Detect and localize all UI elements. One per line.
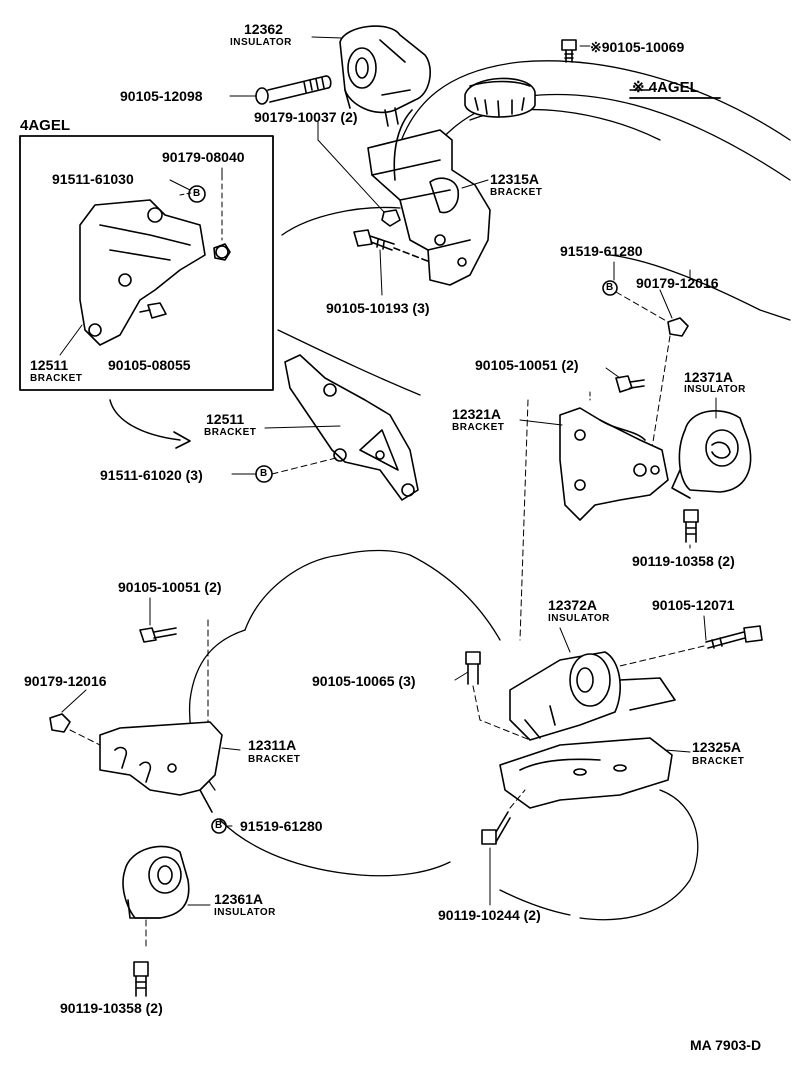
label-90105-08055: 90105-08055 xyxy=(108,357,191,373)
label-12511-inset: 12511 xyxy=(30,357,69,373)
label-12511: 12511 xyxy=(206,411,245,427)
bracket-12321A xyxy=(559,407,669,521)
label-91519-61280-top: 91519-61280 xyxy=(560,243,643,259)
label-12362-sub: INSULATOR xyxy=(230,37,292,48)
transmission-outline xyxy=(188,549,699,921)
washer-marker-b: B xyxy=(260,468,268,479)
label-90105-10193: 90105-10193 (3) xyxy=(326,300,430,316)
label-91519-61280-left: 91519-61280 xyxy=(240,818,323,834)
washer-marker-b: B xyxy=(215,820,223,831)
washer-marker-b: B xyxy=(606,282,614,293)
bracket-12311A xyxy=(99,721,223,813)
insulator-12372A xyxy=(509,651,676,741)
label-12511-sub: BRACKET xyxy=(204,427,257,438)
bolt-90105-10065 xyxy=(465,651,481,685)
label-90105-10069: ※90105-10069 xyxy=(590,39,685,55)
label-90105-10051-left: 90105-10051 (2) xyxy=(118,579,222,595)
bracket-12315A xyxy=(367,109,491,286)
inset-title: 4AGEL xyxy=(20,117,71,134)
label-90179-12016-left: 90179-12016 xyxy=(24,673,107,689)
bracket-12511 xyxy=(284,354,419,501)
label-12371A-sub: INSULATOR xyxy=(684,384,746,395)
label-90179-10037: 90179-10037 (2) xyxy=(254,109,358,125)
nut-90179-10037 xyxy=(381,209,401,227)
washer-markers xyxy=(188,185,618,834)
note-4agel: ※ 4AGEL xyxy=(632,79,699,96)
label-90119-10358-right: 90119-10358 (2) xyxy=(632,553,735,569)
label-91511-61030: 91511-61030 xyxy=(52,171,134,187)
label-12311A: 12311A xyxy=(248,737,297,753)
label-12361A-sub: INSULATOR xyxy=(214,907,276,918)
label-12372A-sub: INSULATOR xyxy=(548,613,610,624)
label-12511-inset-sub: BRACKET xyxy=(30,373,83,384)
curved-arrow xyxy=(109,399,191,449)
label-90179-12016-top: 90179-12016 xyxy=(636,275,719,291)
label-12321A-sub: BRACKET xyxy=(452,422,505,433)
label-12315A-sub: BRACKET xyxy=(490,187,543,198)
label-12325A-sub: BRACKET xyxy=(692,756,745,767)
label-90179-08040: 90179-08040 xyxy=(162,149,245,165)
label-12361A: 12361A xyxy=(214,891,264,907)
insulator-12371A xyxy=(671,410,752,499)
diagram-reference: MA 7903-D xyxy=(690,1037,762,1053)
label-90119-10358-bottom: 90119-10358 (2) xyxy=(60,1000,163,1016)
label-12325A: 12325A xyxy=(692,739,742,755)
label-90105-10065: 90105-10065 (3) xyxy=(312,673,416,689)
label-12372A: 12372A xyxy=(548,597,598,613)
insulator-12361A xyxy=(122,845,190,919)
bolt-90119-10358-right xyxy=(683,509,699,543)
bolt-90105-10051-left xyxy=(139,627,177,643)
label-90105-10051-top: 90105-10051 (2) xyxy=(475,357,579,373)
bolt-90105-12071 xyxy=(705,625,763,649)
bracket-12511-inset xyxy=(79,199,206,346)
bolt-90119-10244 xyxy=(481,811,511,845)
oil-filler-cap xyxy=(464,77,536,118)
bolt-90105-10069 xyxy=(561,39,577,63)
inset-box-4agel xyxy=(19,135,274,391)
label-12315A: 12315A xyxy=(490,171,540,187)
washer-marker-b: B xyxy=(193,188,201,199)
label-12311A-sub: BRACKET xyxy=(248,754,301,765)
label-12321A: 12321A xyxy=(452,406,502,422)
bolt-90105-10193 xyxy=(353,229,395,251)
label-90119-10244: 90119-10244 (2) xyxy=(438,907,541,923)
leader-lines xyxy=(61,36,717,906)
bracket-12325A xyxy=(499,737,673,809)
label-91511-61020: 91511-61020 (3) xyxy=(100,467,203,483)
label-90105-12098: 90105-12098 xyxy=(120,88,203,104)
label-12362: 12362 xyxy=(244,21,283,37)
bolt-90119-10358-bottom xyxy=(133,961,149,997)
label-12371A: 12371A xyxy=(684,369,734,385)
asterisk-marker xyxy=(629,89,721,99)
bolt-90105-12098 xyxy=(255,75,332,105)
insulator-12362 xyxy=(339,25,431,127)
label-90105-12071: 90105-12071 xyxy=(652,597,735,613)
